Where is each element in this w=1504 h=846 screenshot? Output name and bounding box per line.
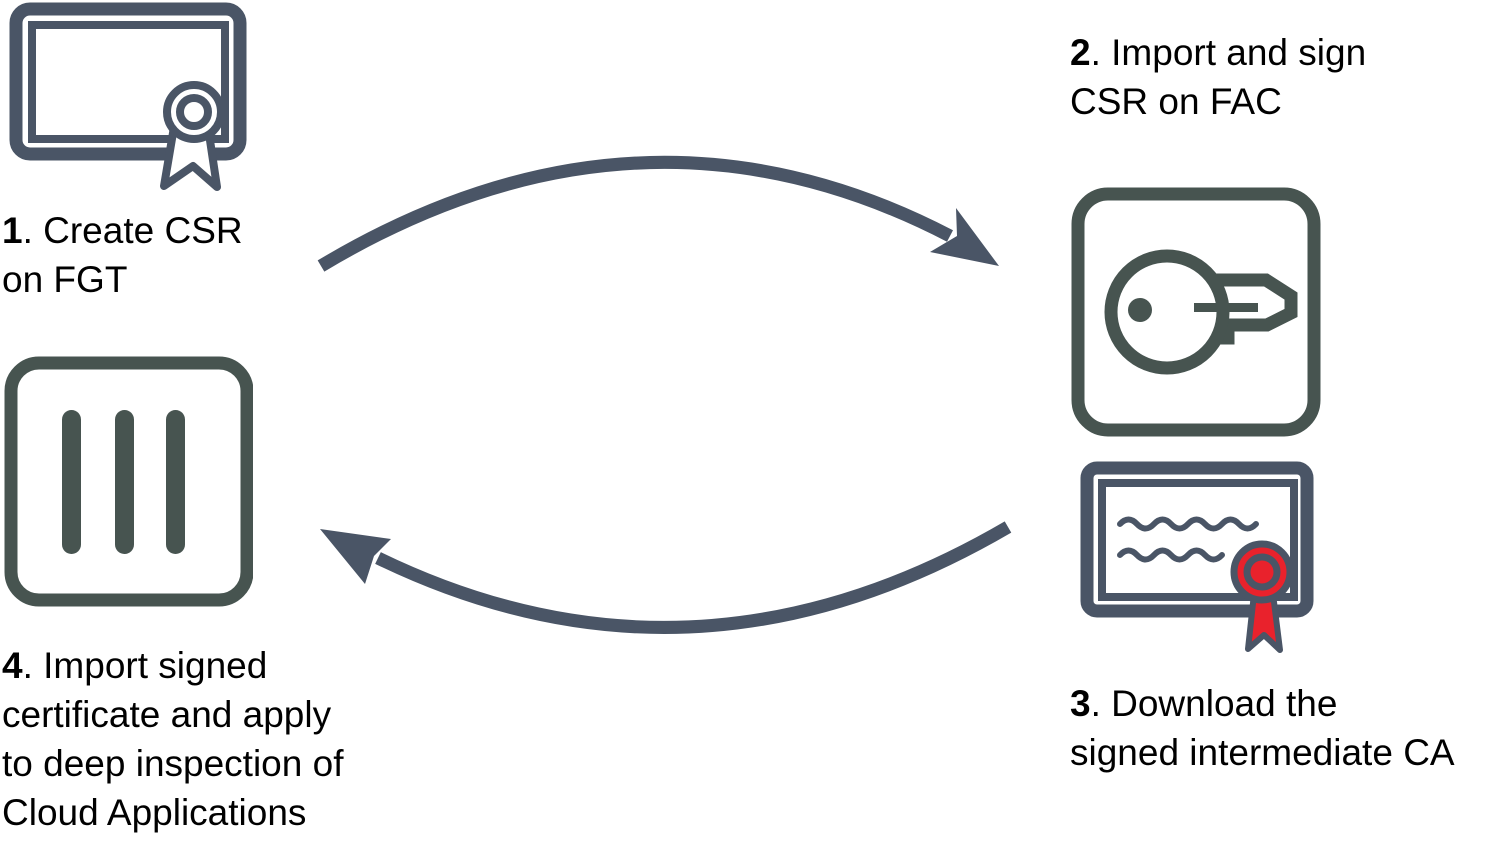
step-4-line-3: to deep inspection of	[2, 743, 344, 784]
step-2-line-1: 2. Import and sign	[1070, 32, 1367, 73]
step-3-number: 3	[1070, 683, 1091, 724]
step-4-number: 4	[2, 645, 23, 686]
step-1-label: 1. Create CSR on FGT	[2, 206, 243, 304]
arrow-fgt-to-fac	[317, 155, 999, 272]
step-4-label: 4. Import signed certificate and apply t…	[2, 641, 343, 837]
step-4-line-1: 4. Import signed	[2, 645, 268, 686]
certificate-icon	[7, 0, 251, 196]
step-3-line-2: signed intermediate CA	[1070, 732, 1455, 773]
step-3-line-1: 3. Download the	[1070, 683, 1338, 724]
arrow-fac-to-fgt	[320, 521, 1012, 634]
key-icon-svg	[1071, 187, 1321, 437]
step-1-number: 1	[2, 210, 23, 251]
step-1-line-2: on FGT	[2, 259, 128, 300]
step-2-number: 2	[1070, 32, 1091, 73]
step-2-label: 2. Import and sign CSR on FAC	[1070, 28, 1366, 126]
step-4-line-4: Cloud Applications	[2, 792, 307, 833]
app-panel-icon	[3, 354, 253, 607]
step-3-label: 3. Download the signed intermediate CA	[1070, 679, 1455, 777]
certificate-icon-svg	[9, 2, 247, 191]
step-2-line-2: CSR on FAC	[1070, 81, 1282, 122]
signed-certificate-icon-svg	[1080, 461, 1314, 653]
app-panel-icon-svg	[4, 356, 253, 607]
key-icon	[1070, 186, 1322, 438]
step-4-line-2: certificate and apply	[2, 694, 332, 735]
signed-certificate-icon	[1078, 458, 1328, 658]
step-1-line-1: 1. Create CSR	[2, 210, 243, 251]
